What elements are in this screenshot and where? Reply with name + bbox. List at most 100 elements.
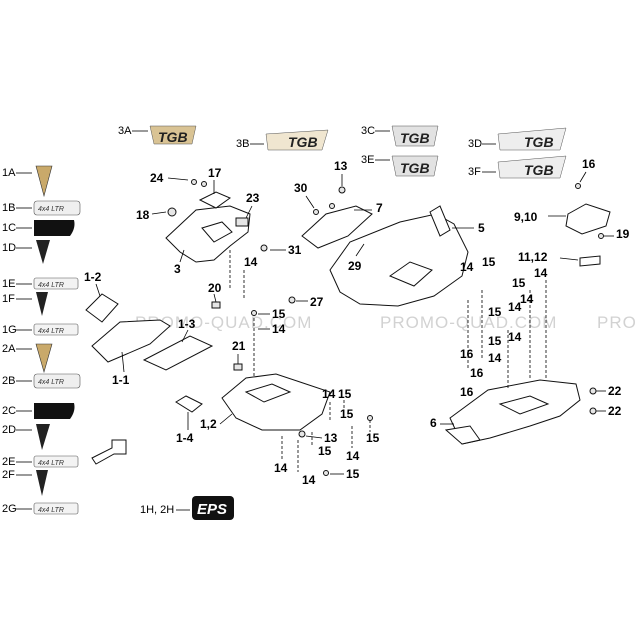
svg-text:14: 14 (244, 255, 258, 269)
part-24-screw: 24 (150, 171, 207, 187)
svg-text:14: 14 (460, 260, 474, 274)
svg-text:4x4 LTR: 4x4 LTR (38, 507, 64, 514)
svg-text:1-3: 1-3 (178, 317, 196, 331)
svg-text:1G: 1G (2, 324, 17, 336)
decal-shape (33, 455, 79, 468)
svg-text:15: 15 (512, 276, 526, 290)
svg-text:3C: 3C (361, 125, 375, 137)
svg-text:14: 14 (508, 300, 522, 314)
decal-shape (35, 343, 53, 374)
svg-text:TGB: TGB (524, 134, 554, 150)
svg-text:15: 15 (482, 255, 496, 269)
part-17-lid: 17 (198, 166, 232, 209)
svg-text:15: 15 (488, 305, 502, 319)
decal-shape (33, 277, 79, 290)
svg-text:1-4: 1-4 (176, 431, 194, 445)
watermark-text: PROMO-QUAD.COM (597, 313, 638, 332)
svg-text:14: 14 (534, 266, 548, 280)
svg-text:14: 14 (322, 387, 336, 401)
part-29-clip: 29 (348, 243, 365, 273)
part-7-bracket: 7 (301, 201, 383, 249)
svg-text:16: 16 (470, 366, 484, 380)
svg-text:1B: 1B (2, 202, 15, 214)
decal-2F: 2F (2, 469, 48, 496)
svg-text:4x4 LTR: 4x4 LTR (38, 328, 64, 335)
eps-decal (192, 496, 234, 520)
part-27-screw: 27 (288, 295, 324, 309)
svg-text:14: 14 (508, 330, 522, 344)
part-3-front-cover: 3 (165, 205, 251, 276)
decal-3E: 3E TGB (361, 154, 439, 177)
svg-text:3B: 3B (236, 138, 249, 150)
svg-text:3D: 3D (468, 138, 482, 150)
svg-text:15: 15 (346, 467, 360, 481)
decal-2C: 2C (2, 403, 75, 419)
part-5-floor-panel: 5 (329, 205, 485, 307)
decal-1E: 1E 4x4 LTR (2, 277, 79, 290)
part-13-screw-top: 13 (334, 159, 348, 194)
part-18-bolt: 18 (136, 207, 177, 222)
svg-text:1A: 1A (2, 167, 16, 179)
svg-text:TGB: TGB (400, 130, 430, 146)
svg-text:3: 3 (174, 262, 181, 276)
svg-text:9,10: 9,10 (514, 210, 538, 224)
svg-text:15: 15 (272, 307, 286, 321)
part-20-clip: 20 (208, 281, 222, 309)
part-15-label-e: 15 (366, 415, 380, 445)
svg-text:14: 14 (302, 473, 316, 487)
svg-text:24: 24 (150, 171, 164, 185)
decal-2G: 2G 4x4 LTR (2, 502, 79, 515)
svg-text:11,12: 11,12 (518, 250, 548, 264)
part-30-screws: 30 (294, 181, 335, 215)
watermark-text: PROMO-QUAD.COM (135, 313, 312, 332)
svg-text:1-1: 1-1 (112, 373, 130, 387)
svg-text:18: 18 (136, 208, 150, 222)
part-14-line-a: 14 (229, 250, 258, 300)
part-22-screws: 22 22 (589, 384, 622, 418)
svg-text:14: 14 (346, 449, 360, 463)
part-1-1-footrest: 1-1 (91, 319, 171, 387)
svg-text:2F: 2F (2, 469, 15, 481)
decal-2D: 2D (2, 424, 50, 450)
part-14-label-c: 14 15 (322, 387, 352, 420)
svg-text:23: 23 (246, 191, 260, 205)
svg-text:21: 21 (232, 339, 246, 353)
svg-text:31: 31 (288, 243, 302, 257)
svg-text:3E: 3E (361, 154, 374, 166)
decal-shape (33, 200, 81, 216)
part-1-3-mat: 1-3 (142, 317, 214, 371)
decal-shape (33, 502, 79, 515)
part-15-label-c: 15 (340, 400, 354, 421)
part-6-label: 6 (430, 416, 454, 430)
svg-text:6: 6 (430, 416, 437, 430)
svg-text:1C: 1C (2, 222, 16, 234)
fastener-lines-right (467, 280, 547, 390)
svg-text:2C: 2C (2, 405, 16, 417)
svg-text:1D: 1D (2, 242, 16, 254)
bracket-shape (91, 439, 127, 465)
part-15-label-f: 15 (323, 467, 360, 481)
part-1-2-lower-guard: 1,2 (200, 373, 331, 431)
svg-text:TGB: TGB (400, 160, 430, 176)
decal-2E: 2E 4x4 LTR (2, 439, 127, 468)
part-13-label: 13 (298, 430, 338, 445)
right-callouts: 14 15 15 14 14 14 15 15 14 14 16 16 16 (460, 255, 548, 399)
svg-text:15: 15 (340, 407, 354, 421)
part-1-2-mat: 1-2 (84, 270, 119, 323)
svg-text:4x4 LTR: 4x4 LTR (38, 379, 64, 386)
svg-text:7: 7 (376, 201, 383, 215)
part-14-label-f: 14 (297, 440, 316, 487)
svg-text:4x4 LTR: 4x4 LTR (38, 460, 64, 467)
svg-text:20: 20 (208, 281, 222, 295)
svg-text:5: 5 (478, 221, 485, 235)
decal-shape (36, 424, 50, 450)
svg-text:TGB: TGB (524, 162, 554, 178)
eps-badge: 1H, 2H EPS (140, 496, 234, 520)
part-16-screw-top: 16 (575, 157, 596, 189)
svg-text:1H, 2H: 1H, 2H (140, 504, 174, 516)
svg-text:13: 13 (334, 159, 348, 173)
svg-text:TGB: TGB (288, 134, 318, 150)
svg-text:1,2: 1,2 (200, 417, 217, 431)
decal-shape (34, 220, 75, 236)
